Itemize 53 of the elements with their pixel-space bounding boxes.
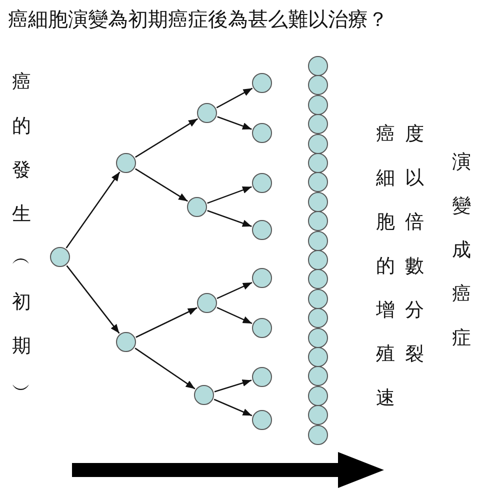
cell-circle [197,293,217,313]
cell-circle [252,123,272,143]
vertical-note: 癌細胞的增殖速度以倍數分裂 [376,122,424,411]
cell-circle [308,366,328,386]
cell-circle [308,172,328,192]
cell-circle [252,268,272,288]
cell-circle [116,332,136,352]
cell-circle [308,211,328,232]
cell-circle [252,220,272,240]
cell-circle [308,269,328,290]
cell-circle [308,56,328,76]
arrow [216,306,252,324]
arrow [135,168,188,202]
cell-circle [308,386,328,406]
arrow [207,210,252,227]
cell-circle [252,367,272,387]
arrow [214,398,252,416]
cell-circle [308,230,328,251]
cell-circle [197,103,217,123]
cell-circle [252,73,272,93]
arrow [207,186,252,204]
cell-circle [308,328,328,348]
cell-circle [252,318,272,338]
cell-circle [187,197,207,217]
cell-circle [116,153,136,173]
cell-circle [308,347,328,367]
vertical-note: 癌的發生︵初期︶ [12,70,31,403]
cell-circle [308,424,328,445]
cell-circle [308,250,328,270]
cell-circle [308,94,328,115]
cell-circle [50,247,70,267]
cell-circle [308,134,328,154]
cell-circle [308,153,328,173]
cell-circle [308,405,328,426]
arrow [216,88,253,108]
cell-circle [308,192,328,212]
arrow [214,379,252,392]
arrow [134,348,196,390]
arrow [136,307,198,338]
cell-circle [308,288,328,309]
cell-circle [252,173,272,193]
arrow [66,265,120,334]
title: 癌細胞演變為初期癌症後為甚么難以治療？ [8,6,388,33]
arrow [216,282,252,300]
cell-circle [252,410,272,430]
arrow [217,116,252,130]
arrow [135,118,198,158]
cell-circle [308,75,328,96]
arrow [66,172,120,248]
vertical-note: 演變成癌症 [452,150,471,351]
cell-circle [308,114,328,134]
cell-circle [308,308,328,328]
cell-circle [194,385,214,405]
